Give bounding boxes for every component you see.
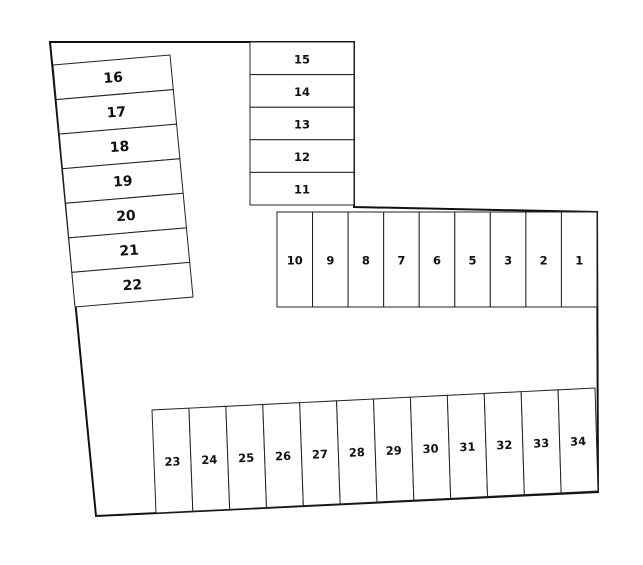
- parking-stall: 18: [58, 123, 181, 170]
- stall-number: 28: [349, 445, 366, 460]
- stall-number: 3: [504, 254, 512, 268]
- parking-stall: 30: [409, 394, 452, 501]
- stall-number: 16: [103, 70, 124, 87]
- stall-number: 19: [113, 173, 134, 190]
- parking-stall: 17: [55, 89, 178, 135]
- stall-number: 8: [362, 254, 370, 268]
- stall-number: 5: [469, 254, 477, 268]
- parking-stall: 33: [520, 389, 562, 496]
- stall-number: 12: [294, 150, 310, 164]
- stall-group-bottom-row: 23 24 25 26 27 28 29 30 31 32 33 34: [151, 387, 599, 514]
- stall-number: 11: [294, 183, 310, 197]
- stall-outline: [557, 387, 599, 494]
- stall-number: 24: [201, 452, 218, 467]
- stall-group-top-column: 15 14 13 12 11: [249, 41, 355, 206]
- parking-stall: 22: [71, 261, 194, 308]
- parking-stall: 6: [418, 211, 456, 308]
- parking-stall: 23: [151, 407, 194, 514]
- stall-number: 18: [109, 139, 130, 156]
- parking-stall: 5: [454, 211, 491, 308]
- parking-stall: 31: [446, 392, 489, 499]
- parking-stall: 27: [299, 400, 341, 507]
- parking-stall: 25: [225, 403, 268, 510]
- stall-number: 10: [287, 254, 303, 268]
- parking-stall: 29: [372, 396, 415, 503]
- parking-stall: 14: [249, 74, 355, 108]
- stall-number: 32: [496, 438, 513, 453]
- stall-outline: [560, 211, 598, 308]
- parking-stall: 3: [489, 211, 527, 308]
- stall-number: 9: [326, 254, 334, 268]
- stall-number: 33: [533, 436, 550, 451]
- parking-stall: 28: [336, 398, 378, 505]
- parking-stall: 34: [557, 387, 599, 494]
- stall-number: 27: [312, 447, 329, 462]
- parking-stall: 24: [188, 405, 231, 512]
- parking-stall: 26: [262, 402, 304, 509]
- stall-number: 13: [294, 118, 310, 132]
- stall-number: 15: [294, 52, 310, 66]
- stall-number: 1: [575, 254, 583, 268]
- stall-number: 14: [294, 85, 310, 99]
- stall-number: 17: [106, 104, 127, 121]
- stall-number: 26: [275, 449, 292, 464]
- stall-number: 25: [238, 451, 255, 466]
- stall-number: 22: [122, 277, 143, 294]
- stall-outline: [249, 171, 355, 206]
- stall-number: 20: [116, 208, 137, 225]
- parking-stall: 11: [249, 171, 355, 206]
- stall-group-left-column: 16 17 18 19 20 21 22: [52, 54, 194, 308]
- stall-number: 30: [422, 441, 439, 456]
- stall-group-middle-row: 10 9 8 7 6 5 3 2 1: [276, 211, 598, 308]
- stall-number: 34: [570, 434, 587, 449]
- parking-stall: 12: [249, 139, 355, 173]
- parking-stall: 13: [249, 106, 355, 141]
- stall-number: 23: [164, 454, 181, 469]
- parking-stall: 2: [525, 211, 562, 308]
- parking-stall: 8: [347, 211, 385, 308]
- stall-number: 29: [385, 443, 402, 458]
- parking-stall: 20: [65, 192, 187, 239]
- parking-stall: 32: [483, 391, 525, 498]
- stall-outline: [71, 261, 194, 308]
- stall-number: 21: [119, 242, 140, 259]
- parking-stall: 9: [312, 211, 349, 308]
- parking-stall: 1: [560, 211, 598, 308]
- stall-number: 6: [433, 254, 441, 268]
- parking-stall: 10: [276, 211, 314, 308]
- stall-number: 31: [459, 440, 476, 455]
- stall-number: 7: [397, 254, 405, 268]
- stall-number: 2: [540, 254, 548, 268]
- parking-stall: 7: [383, 211, 420, 308]
- parking-stall: 15: [249, 41, 355, 76]
